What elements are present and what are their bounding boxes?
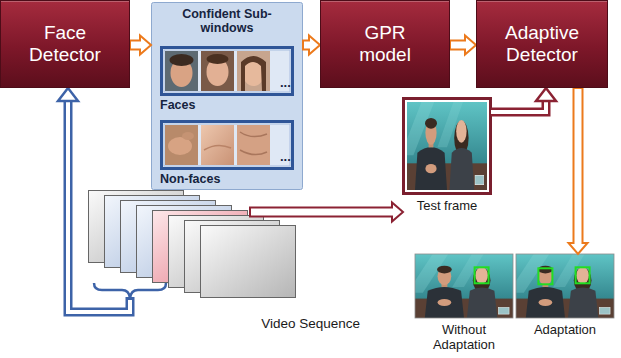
result-picture <box>407 254 513 318</box>
arrow-outline <box>450 36 476 55</box>
flow-arrow <box>58 88 88 312</box>
arrow-outline <box>569 88 588 254</box>
detection-box <box>576 267 590 283</box>
arrow-head <box>58 88 78 101</box>
test-frame-picture <box>401 102 487 190</box>
ellipsis-mark: ... <box>280 150 294 164</box>
flow-arrow <box>130 36 151 55</box>
arrow-outline <box>362 203 403 222</box>
strip-label: Faces <box>160 98 294 112</box>
image-caption: Without Adaptation <box>415 322 513 352</box>
picture-border <box>516 254 614 318</box>
image-caption: Adaptation <box>516 322 614 337</box>
process-box: Adaptive Detector <box>476 0 608 88</box>
box-label: Adaptive Detector <box>495 22 589 66</box>
strip-inner-line <box>164 124 290 166</box>
strip-label: Non-faces <box>160 172 294 186</box>
arrow-shaft-inner <box>68 101 88 312</box>
box-label: Face Detector <box>18 22 112 66</box>
nonface-crop <box>165 125 198 165</box>
arrow-body <box>450 36 476 55</box>
arrow-head <box>536 88 556 101</box>
detection-box <box>475 267 489 283</box>
box-label: GPR model <box>338 22 432 66</box>
video-frame <box>201 226 296 298</box>
frame-brace <box>94 283 166 298</box>
group-panel: Confident Sub-windows... Faces... Non-face… <box>151 2 303 190</box>
arrow-outline <box>130 36 151 55</box>
arrow-stub <box>250 208 362 217</box>
face-hair <box>170 54 194 66</box>
arrow-stub <box>88 297 130 312</box>
skin-fold <box>240 132 267 155</box>
process-box: Face Detector <box>0 0 130 88</box>
arrow-stub-inner <box>88 300 130 312</box>
result-image: Without Adaptation <box>415 254 513 354</box>
flow-arrow <box>362 203 403 222</box>
panel-fill <box>152 3 303 190</box>
sample-strip: ... Non-faces <box>160 120 294 188</box>
arrow-body <box>569 88 588 254</box>
skin-fold <box>204 145 231 150</box>
detection-box <box>538 268 552 284</box>
result-picture <box>508 254 614 318</box>
arrow-shaft-inner <box>491 101 546 112</box>
ellipsis-mark: ... <box>280 76 294 90</box>
arrow-body <box>303 36 320 55</box>
nonface-crop <box>237 125 270 165</box>
image-caption: Test frame <box>403 198 491 213</box>
strip-outline <box>162 122 293 169</box>
face-crop <box>237 51 270 91</box>
stack-label: Video Sequence <box>261 316 360 332</box>
result-image: Adaptation <box>516 254 614 339</box>
arrow-stub-outline <box>250 208 362 217</box>
flow-arrow <box>491 88 556 112</box>
face-crop <box>165 51 198 91</box>
flow-arrow <box>450 36 476 55</box>
face-crop <box>201 51 234 91</box>
flow-arrow <box>569 88 588 254</box>
arrow-shaft <box>491 101 546 112</box>
strip-outline <box>162 48 293 95</box>
face-hair <box>207 54 229 64</box>
strip-inner-line <box>164 50 290 92</box>
nonface-crop <box>201 125 234 165</box>
arrow-body <box>130 36 151 55</box>
face-hair <box>241 56 266 91</box>
picture-border <box>415 254 513 318</box>
arrow-shaft <box>68 101 88 312</box>
image-frame: Test frame <box>403 98 491 215</box>
video-stack: Video Sequence <box>88 188 362 334</box>
arrow-outline <box>303 36 320 55</box>
hand-shape <box>182 132 194 140</box>
panel-title: Confident Sub-windows <box>175 7 279 35</box>
arrow-body <box>362 203 403 222</box>
sample-strip: ... Faces <box>160 46 294 114</box>
flow-arrow <box>303 36 320 55</box>
process-box: GPR model <box>320 0 450 88</box>
